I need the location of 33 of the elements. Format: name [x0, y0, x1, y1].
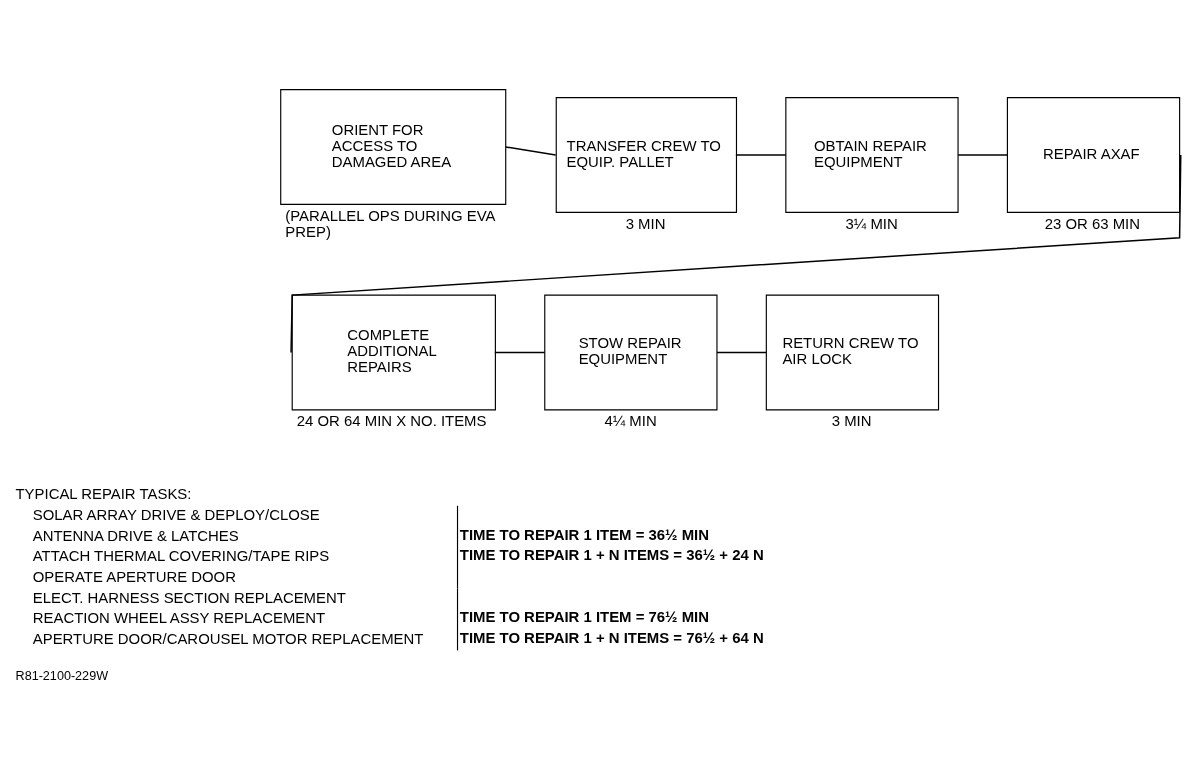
label: ANTENNA DRIVE & LATCHES — [32, 526, 239, 544]
label: SOLAR ARRAY DRIVE & DEPLOY/CLOSE — [32, 505, 320, 523]
node-box: ORIENT FOR ACCESS TO DAMAGED AREA — [280, 88, 507, 205]
connector — [505, 145, 557, 156]
connector — [735, 153, 787, 156]
node-box: OBTAIN REPAIR EQUIPMENT — [785, 96, 959, 213]
label: TYPICAL REPAIR TASKS: — [15, 484, 192, 502]
node-label: 23 OR 63 MIN — [1044, 214, 1140, 232]
label: ATTACH THERMAL COVERING/TAPE RIPS — [32, 546, 330, 564]
node-box: REPAIR AXAF — [1006, 96, 1181, 213]
connector — [290, 153, 1182, 353]
node-label: (PARALLEL OPS DURING EVA PREP) — [285, 206, 496, 240]
label: TIME TO REPAIR 1 ITEM = 76½ MIN — [459, 607, 709, 625]
node-label: 3 MIN — [625, 214, 666, 232]
node-box: STOW REPAIR EQUIPMENT — [544, 294, 718, 410]
label: TIME TO REPAIR 1 + N ITEMS = 76½ + 64 N — [459, 628, 764, 646]
connector — [957, 153, 1009, 156]
label: TIME TO REPAIR 1 ITEM = 36½ MIN — [459, 525, 709, 542]
label: ELECT. HARNESS SECTION REPLACEMENT — [32, 588, 346, 606]
node-box: COMPLETE ADDITIONAL REPAIRS — [291, 294, 496, 410]
label: REACTION WHEEL ASSY REPLACEMENT — [32, 608, 326, 626]
node-label: 3 MIN — [831, 411, 872, 429]
label: R81-2100-229W — [15, 668, 109, 683]
node-box: RETURN CREW TO AIR LOCK — [765, 294, 940, 410]
label: OPERATE APERTURE DOOR — [32, 567, 236, 585]
node-label: 3¼ MIN — [845, 214, 898, 232]
node-box: TRANSFER CREW TO EQUIP. PALLET — [555, 96, 738, 213]
label: TIME TO REPAIR 1 + N ITEMS = 36½ + 24 N — [459, 545, 764, 563]
node-label: 4¼ MIN — [604, 411, 657, 429]
connector — [716, 351, 768, 353]
node-label: 24 OR 64 MIN X NO. ITEMS — [296, 411, 487, 429]
connector — [494, 351, 546, 353]
label: APERTURE DOOR/CAROUSEL MOTOR REPLACEMENT — [32, 629, 424, 647]
